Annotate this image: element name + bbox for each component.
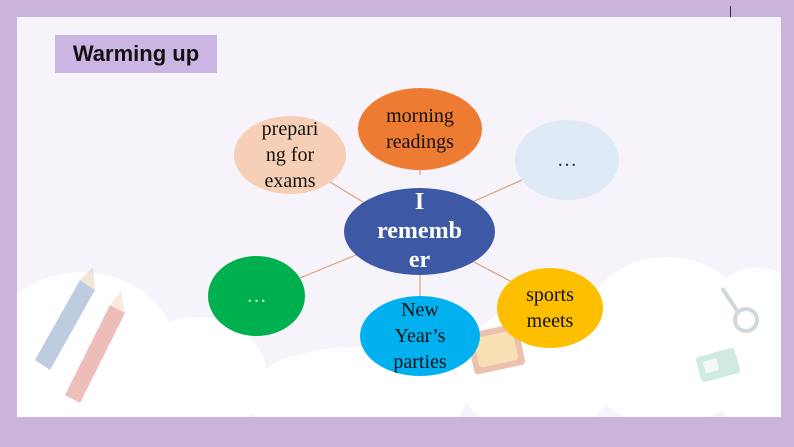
- node-label: New Year’s parties: [393, 299, 447, 373]
- node-label: sports meets: [526, 284, 574, 332]
- divider-tick: [730, 6, 731, 26]
- node-new-years-parties: New Year’s parties: [360, 296, 480, 376]
- connector-line: [299, 254, 357, 279]
- section-title-box: Warming up: [55, 35, 217, 73]
- node-ellipsis-top-right: …: [515, 120, 619, 200]
- sharpener-illustration: [695, 347, 741, 383]
- node-preparing-for-exams: prepari ng for exams: [234, 116, 346, 194]
- node-label: prepari ng for exams: [261, 118, 319, 192]
- pencils-illustration: [35, 267, 125, 403]
- connector-line: [469, 179, 523, 204]
- node-label: …: [557, 149, 577, 171]
- connector-line: [329, 181, 369, 206]
- book-illustration: [466, 323, 526, 375]
- node-morning-readings: morning readings: [358, 88, 482, 170]
- node-ellipsis-left: …: [208, 256, 305, 336]
- node-label: morning readings: [386, 105, 454, 153]
- node-label: …: [246, 285, 267, 307]
- page-title: Warming up: [72, 41, 200, 66]
- connector-line: [473, 261, 513, 283]
- node-center-i-remember: I rememb er: [344, 188, 495, 275]
- node-sports-meets: sports meets: [497, 268, 603, 348]
- magnifier-illustration: [720, 286, 759, 333]
- center-label: I rememb er: [377, 189, 462, 273]
